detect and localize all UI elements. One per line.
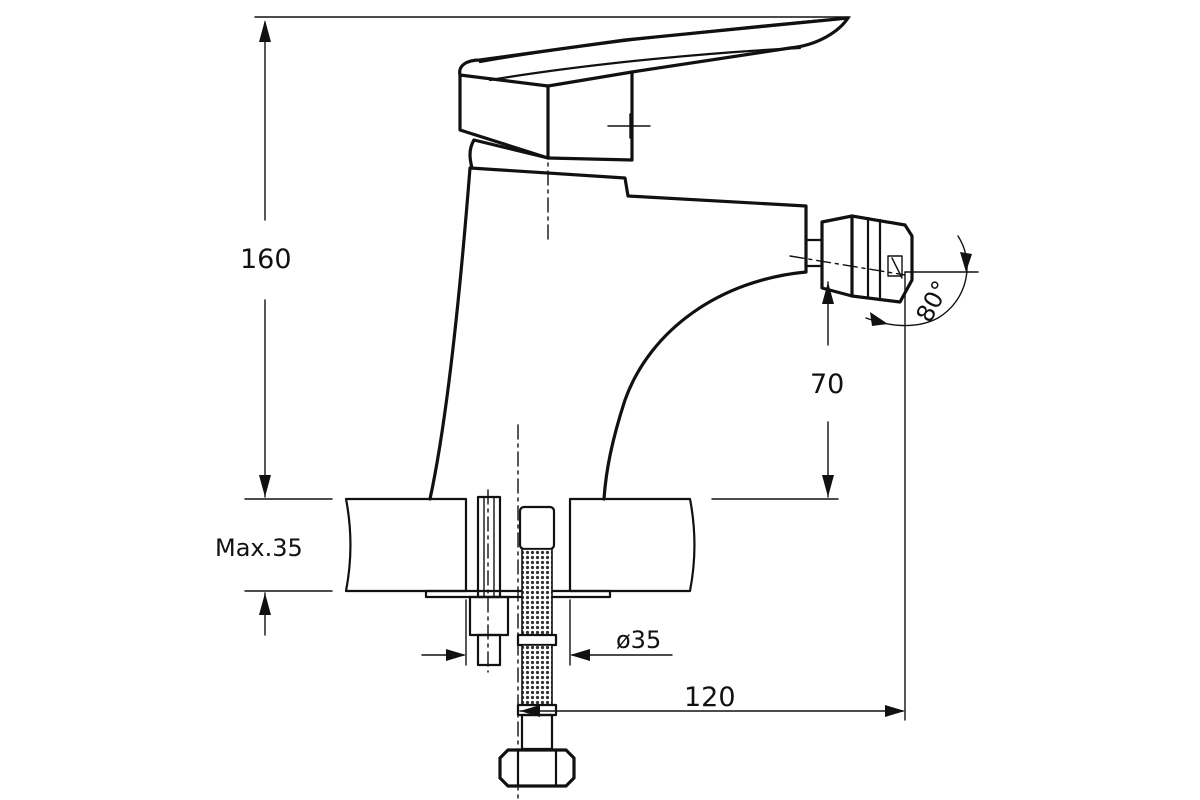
faucet-body xyxy=(428,16,850,501)
max-thickness-dimension: Max.35 xyxy=(215,534,333,636)
height-label: 160 xyxy=(240,244,292,275)
angle-label: 80° xyxy=(911,276,956,327)
height-dimension: 160 xyxy=(240,16,851,498)
flexible-hose xyxy=(498,424,576,800)
reach-dimension: 120 xyxy=(519,682,905,717)
spout-height-dimension: 70 xyxy=(810,281,844,498)
spray-nozzle xyxy=(789,214,914,304)
hole-diameter-label: ø35 xyxy=(616,626,661,654)
angle-dimension: 80° xyxy=(865,235,979,721)
reach-label: 120 xyxy=(684,682,736,713)
max-thickness-label: Max.35 xyxy=(215,534,303,562)
countertop-section xyxy=(344,497,696,593)
hole-diameter-dimension: ø35 xyxy=(421,599,673,666)
spout-height-label: 70 xyxy=(810,369,844,400)
mounting-hardware xyxy=(424,489,612,673)
